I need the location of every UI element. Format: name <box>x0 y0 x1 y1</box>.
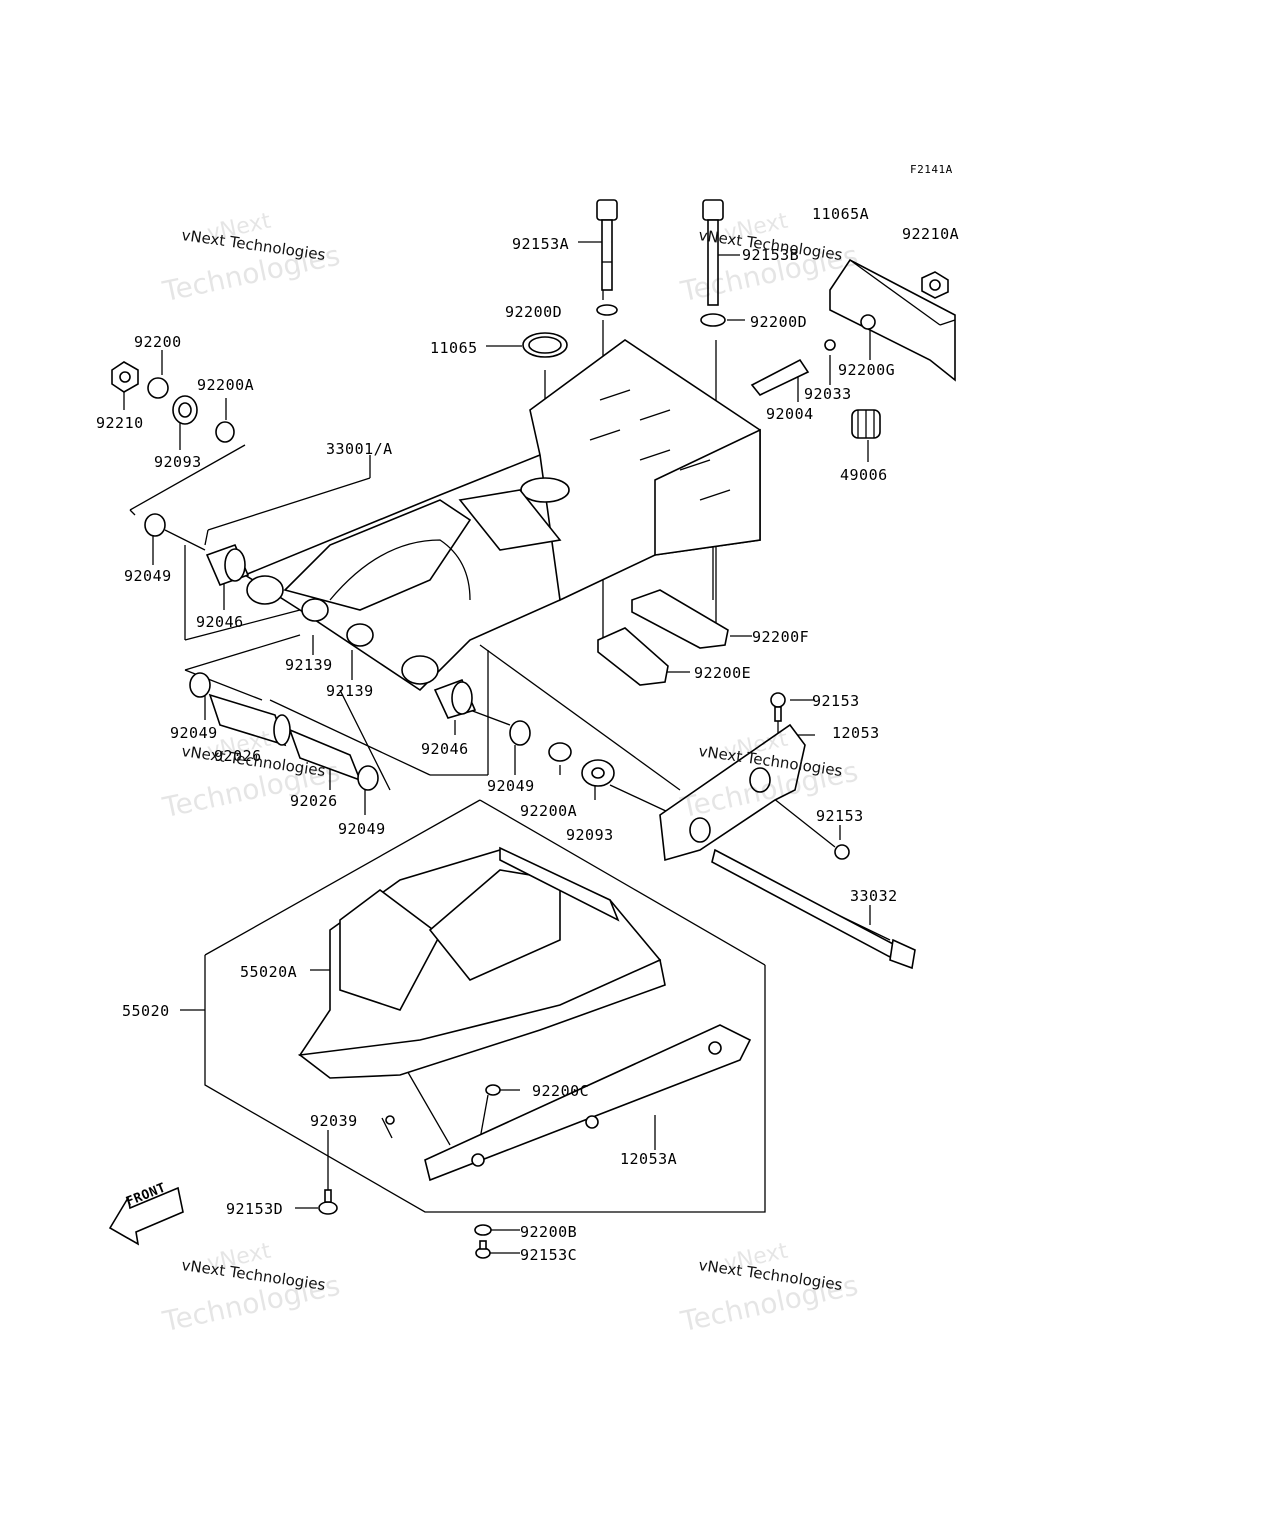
part-label: 92210A <box>902 225 960 243</box>
part-label: 92046 <box>196 613 244 631</box>
part-label: 92049 <box>170 724 218 742</box>
part-label: 33032 <box>850 887 898 905</box>
part-label: 92049 <box>487 777 535 795</box>
bolt-92153C <box>475 1240 491 1259</box>
part-label: 12053 <box>832 724 880 742</box>
part-label: 92200D <box>505 303 563 321</box>
nut-92210 <box>111 361 139 393</box>
chain-guide-11065A <box>829 258 956 382</box>
part-label: 92200B <box>520 1223 578 1241</box>
part-label: 92139 <box>285 656 333 674</box>
part-label: 92210 <box>96 414 144 432</box>
part-label: 92049 <box>338 820 386 838</box>
nut-92210A <box>921 271 949 299</box>
plate-92200E <box>597 627 669 686</box>
boot-49006 <box>851 409 881 439</box>
part-label: 33001/A <box>326 440 393 458</box>
part-label: 92200A <box>520 802 578 820</box>
seal-92049-b <box>357 765 379 791</box>
part-label: 92139 <box>326 682 374 700</box>
rivet-92039 <box>381 1115 395 1139</box>
washer-92200A-right <box>548 742 572 762</box>
washer-92200D-right <box>700 313 726 327</box>
part-label: 92153B <box>742 246 800 264</box>
washer-92200G <box>860 314 876 330</box>
part-label: 55020 <box>122 1002 170 1020</box>
seal-92049-a <box>189 672 211 698</box>
part-label: 92153A <box>512 235 570 253</box>
part-label: 92153C <box>520 1246 578 1264</box>
washer-92200 <box>147 377 169 399</box>
front-arrow-icon <box>108 1186 184 1246</box>
part-label: 92046 <box>421 740 469 758</box>
part-label: 92153D <box>226 1200 284 1218</box>
part-label: 92026 <box>214 747 262 765</box>
plate-92200F <box>631 589 729 649</box>
part-label: 12053A <box>620 1150 678 1168</box>
bolt-92153B <box>702 199 724 306</box>
washer-92200B <box>474 1224 492 1236</box>
washer-92200D-left <box>596 304 618 316</box>
seal-92049-upper <box>144 513 166 537</box>
part-label: 92004 <box>766 405 814 423</box>
bolt-92153D <box>318 1189 338 1215</box>
part-label: 92026 <box>290 792 338 810</box>
axle-33032 <box>711 848 916 970</box>
part-label: 49006 <box>840 466 888 484</box>
part-label: 92200D <box>750 313 808 331</box>
nut-92200C <box>485 1084 501 1096</box>
bearing-92046-lower <box>433 678 477 719</box>
part-label: 55020A <box>240 963 298 981</box>
bearing-92046-upper <box>205 543 250 587</box>
washer-92200A-left <box>215 421 235 443</box>
part-label: 11065 <box>430 339 478 357</box>
part-label: 92200E <box>694 664 752 682</box>
figure-code: F2141A <box>910 163 953 176</box>
slider-12053A <box>424 1024 752 1182</box>
part-label: 11065A <box>812 205 870 223</box>
ring-92033 <box>824 339 836 351</box>
stud-92004 <box>750 358 810 396</box>
part-label: 92049 <box>124 567 172 585</box>
swingarm-33001A <box>243 339 761 692</box>
sleeve-92026 <box>208 693 362 782</box>
adjuster-12053 <box>659 723 806 862</box>
bolt-92153-lower <box>834 844 850 860</box>
part-label: 92200 <box>134 333 182 351</box>
bolt-92153A <box>596 199 618 291</box>
part-label: 92200F <box>752 628 810 646</box>
part-label: 92153 <box>816 807 864 825</box>
part-label: 92200A <box>197 376 255 394</box>
part-label: 92200C <box>532 1082 590 1100</box>
part-label: 92039 <box>310 1112 358 1130</box>
skid-plate-55020 <box>297 846 666 1079</box>
part-label: 92200G <box>838 361 896 379</box>
part-label: 92033 <box>804 385 852 403</box>
part-label: 92153 <box>812 692 860 710</box>
part-label: 92093 <box>154 453 202 471</box>
seal-92049-c <box>509 720 531 746</box>
bolt-92153-upper <box>770 692 786 722</box>
part-label: 92093 <box>566 826 614 844</box>
